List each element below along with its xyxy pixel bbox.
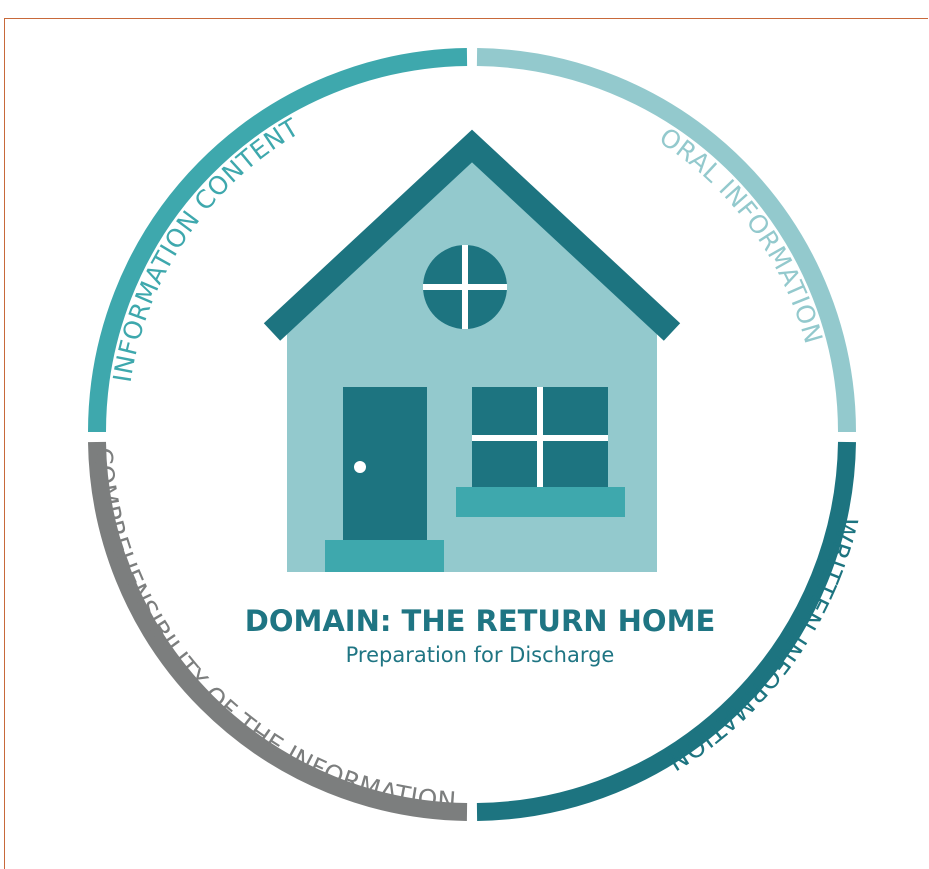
window-sill [456, 487, 625, 517]
ring-segment-information-content [88, 48, 468, 433]
window-icon [456, 387, 625, 517]
domain-subtitle: Preparation for Discharge [346, 643, 615, 667]
ring-segment-oral-information [476, 48, 856, 433]
figure-frame [4, 18, 928, 869]
house-roof [263, 129, 681, 341]
label-oral-information: ORAL INFORMATION [654, 122, 828, 347]
door-icon [325, 387, 444, 572]
round-window-icon [423, 245, 507, 329]
domain-title: DOMAIN: THE RETURN HOME [245, 604, 716, 638]
ring-segment-written-information [476, 441, 856, 821]
house-icon [263, 129, 681, 572]
label-written-information: WRITTEN INFORMATION [662, 514, 863, 777]
door-step [325, 540, 444, 572]
ring-segment-comprehensibility [88, 441, 468, 821]
